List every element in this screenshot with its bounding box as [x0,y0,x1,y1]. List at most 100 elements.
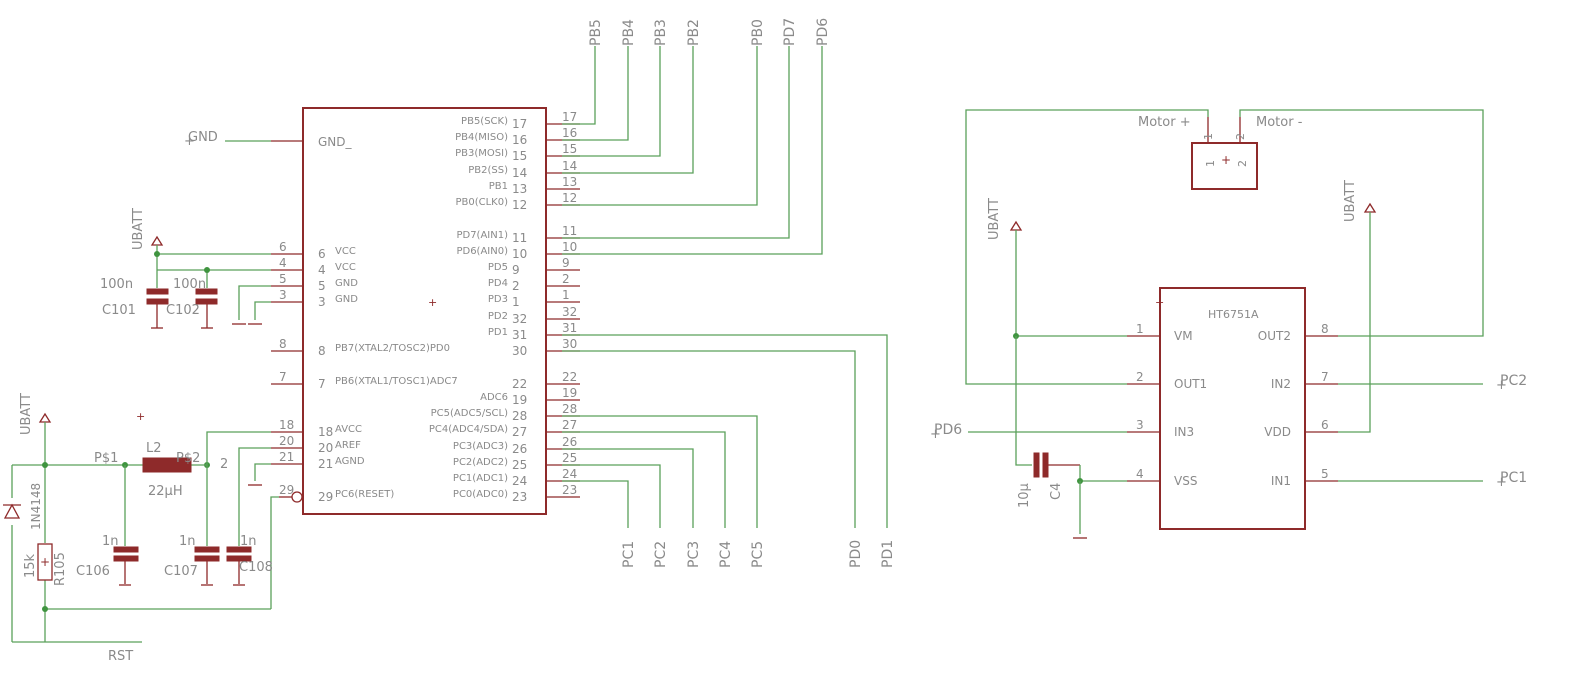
l2-pad1: P$1 [94,451,118,466]
mcu-pin-name: ADC6 [480,392,508,403]
mcu-pin-name: PB3(MOSI) [455,148,508,159]
mcu-pin-number: 20 [279,434,294,448]
mcu-pin-number-inner: 8 [318,344,326,358]
mcu-pin-name: VCC [335,262,356,273]
mcu-pin-number: 22 [562,370,577,384]
svg-text:4: 4 [1136,467,1144,481]
mcu-pin-number: 32 [562,305,577,319]
mcu-power-section: UBATT 100n C101 100n C102 [100,208,271,329]
mcu-pin-name: PD2 [488,311,508,322]
mcu-body [302,107,547,515]
net-label-pc2: PC2 [653,541,669,568]
mcu-pin-number: 8 [279,337,287,351]
ubatt-supply-symbol-2 [38,412,52,423]
net-label-pb5: PB5 [588,19,604,46]
mcu-pin-name: PB5(SCK) [461,116,508,127]
motor-connector [1191,142,1258,190]
net-label-pd1: PD1 [880,540,896,568]
mcu-pin-number-inner: 1 [512,295,520,309]
mcu-pin-number-inner: 6 [318,247,326,261]
motor-conn-pin2: 2 [1236,160,1249,167]
svg-text:2: 2 [1234,133,1247,140]
mcu-pin-name: VCC [335,246,356,257]
svg-text:+: + [1496,378,1507,393]
mcu-pin-name: PD6(AIN0) [456,246,508,257]
mcu-pin-name: AREF [335,440,361,451]
ubatt-supply-symbol-3 [1009,220,1023,231]
c102-value: 100n [173,277,206,292]
mcu-pin-number: 7 [279,370,287,384]
mcu-pin-number-inner: 31 [512,328,527,342]
c4-value: 10µ [1017,483,1032,508]
l2-name: L2 [146,441,162,456]
ubatt-label-3: UBATT [987,198,1002,240]
gnd-net-label: GND [188,130,218,145]
mcu-pin-name: PD7(AIN1) [456,230,508,241]
svg-text:VM: VM [1174,329,1193,343]
net-label-pc1: PC1 [621,541,637,568]
mcu-block: GND_ GND + 1717PB5(SCK)1616PB4(MISO)1515… [184,107,580,515]
svg-text:VSS: VSS [1174,474,1197,488]
mcu-pin-number-inner: 7 [318,377,326,391]
svg-text:1: 1 [1136,322,1144,336]
net-label-pc5: PC5 [750,541,766,568]
svg-text:IN2: IN2 [1271,377,1291,391]
mcu-pin-name: PC6(RESET) [335,489,394,500]
mcu-pin-number-inner: 29 [318,490,333,504]
mcu-pin-number: 19 [562,386,577,400]
mcu-pin-number-inner: 30 [512,344,527,358]
mcu-pin-number: 28 [562,402,577,416]
mcu-pin-name: PD5 [488,262,508,273]
mcu-pin-name: PB4(MISO) [455,132,508,143]
capacitor-c108: 1n C108 [226,534,273,586]
net-label-pb0: PB0 [750,19,766,46]
mcu-pin-number: 1 [562,288,570,302]
c102-name: C102 [166,303,200,318]
mcu-pin-number-inner: 5 [318,279,326,293]
mcu-pin-number-inner: 3 [318,295,326,309]
diode-name: 1N4148 [29,483,43,530]
svg-text:OUT2: OUT2 [1258,329,1291,343]
mcu-pin-name: PC5(ADC5/SCL) [431,408,508,419]
svg-text:+: + [184,134,195,149]
mcu-pin-number-inner: 2 [512,279,520,293]
net-label-pd7: PD7 [782,18,798,46]
mcu-right-pins: 1717PB5(SCK)1616PB4(MISO)1515PB3(MOSI)14… [429,110,580,504]
mcu-pin-number-inner: 21 [318,457,333,471]
svg-text:+: + [930,427,941,442]
mcu-pin-name: AGND [335,456,365,467]
mcu-pin-number: 27 [562,418,577,432]
l2-pin2: 2 [220,457,228,472]
mcu-pin-number: 4 [279,256,287,270]
mcu-pin-name: GND [335,294,358,305]
c108-name: C108 [239,560,273,575]
svg-text:IN3: IN3 [1174,425,1194,439]
driver-body [1159,287,1306,530]
capacitor-c4: 10µ C4 [1017,452,1080,508]
l2-value: 22µH [148,484,183,499]
mcu-pin-number-inner: 23 [512,490,527,504]
ubatt-label-1: UBATT [131,208,146,250]
mcu-pin-number-inner: 16 [512,133,527,147]
mcu-pin-name: PD3 [488,294,508,305]
